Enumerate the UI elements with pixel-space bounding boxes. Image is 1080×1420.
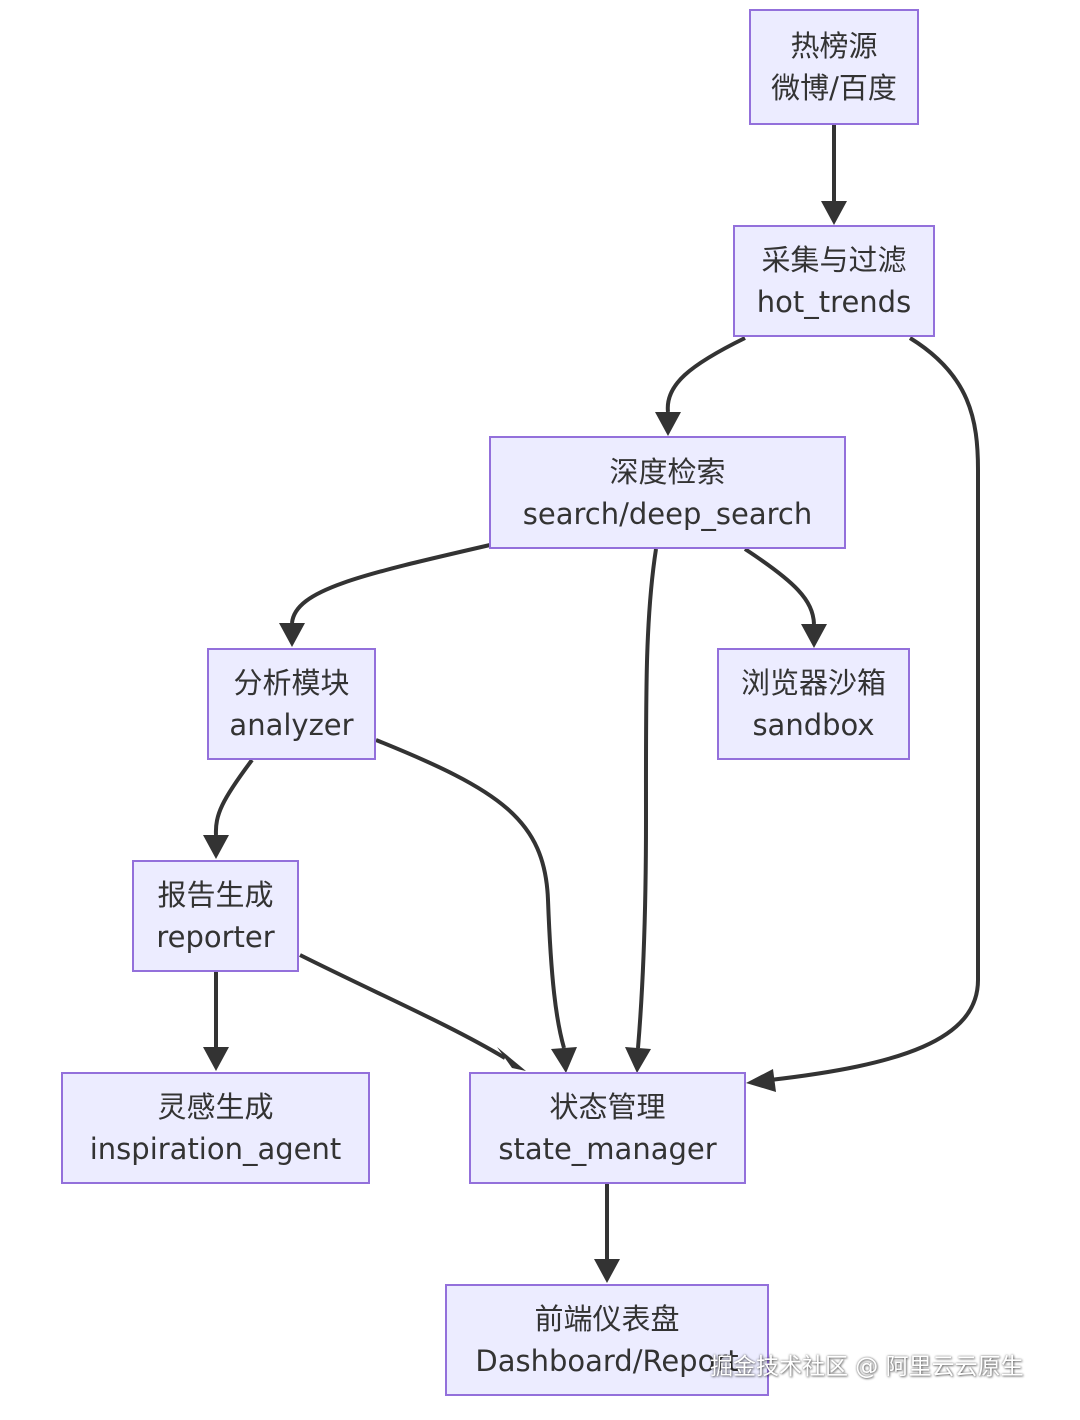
watermark-text: 掘金技术社区 @ 阿里云云原生 — [710, 1354, 1024, 1380]
edge-analyzer-to-reporter — [213, 758, 254, 836]
edge-deep-search-to-sandbox — [743, 547, 816, 625]
node-collect-filter: 采集与过滤 hot_trends — [733, 225, 935, 337]
arrowhead-deep-search — [655, 412, 681, 436]
node-deep-search-title: 深度检索 — [609, 454, 726, 489]
node-state-manager-title: 状态管理 — [549, 1090, 666, 1124]
node-analyzer-title: 分析模块 — [233, 666, 350, 700]
node-reporter: 报告生成 reporter — [132, 860, 299, 972]
edge-deep-search-to-state — [636, 548, 658, 1049]
node-state-manager-subtitle: state_manager — [498, 1132, 717, 1166]
node-deep-search: 深度检索 search/deep_search — [489, 436, 846, 549]
node-dashboard: 前端仪表盘 Dashboard/Report — [445, 1284, 769, 1396]
node-reporter-subtitle: reporter — [156, 920, 275, 954]
node-collect-filter-subtitle: hot_trends — [756, 285, 912, 319]
node-hot-source: 热榜源 微博/百度 — [749, 9, 919, 125]
edge-collect-to-state — [769, 336, 980, 1082]
arrowhead-reporter — [203, 835, 229, 859]
edge-deep-search-to-analyzer — [290, 543, 491, 624]
arrowhead-sandbox — [801, 624, 827, 648]
arrowhead-state-middle — [625, 1047, 651, 1073]
arrowhead-state-right — [746, 1069, 776, 1092]
arrowhead-analyzer — [279, 623, 305, 647]
arrowhead-state-left — [497, 1047, 526, 1071]
arrowhead-inspiration — [203, 1047, 229, 1071]
edge-collect-to-deep-search — [665, 336, 746, 413]
node-dashboard-subtitle: Dashboard/Report — [475, 1344, 739, 1378]
node-inspiration: 灵感生成 inspiration_agent — [61, 1072, 370, 1184]
node-reporter-title: 报告生成 — [157, 878, 274, 912]
node-state-manager: 状态管理 state_manager — [469, 1072, 746, 1184]
arrowhead-state-left-top — [551, 1047, 577, 1073]
edge-reporter-to-state — [299, 953, 507, 1060]
node-sandbox-subtitle: sandbox — [752, 708, 875, 742]
node-hot-source-title: 热榜源 — [790, 29, 878, 63]
node-sandbox-title: 浏览器沙箱 — [740, 666, 886, 700]
node-analyzer-subtitle: analyzer — [229, 708, 354, 742]
node-hot-source-subtitle: 微博/百度 — [771, 71, 897, 105]
arrowhead-collect — [821, 201, 847, 225]
node-analyzer: 分析模块 analyzer — [207, 648, 376, 760]
node-deep-search-subtitle: search/deep_search — [522, 496, 813, 531]
node-collect-filter-title: 采集与过滤 — [761, 243, 907, 277]
node-inspiration-title: 灵感生成 — [157, 1090, 274, 1124]
node-inspiration-subtitle: inspiration_agent — [89, 1132, 342, 1166]
arrowhead-dashboard — [594, 1259, 620, 1283]
node-sandbox: 浏览器沙箱 sandbox — [717, 648, 910, 760]
edge-analyzer-to-state — [375, 738, 566, 1049]
node-dashboard-title: 前端仪表盘 — [534, 1302, 680, 1336]
